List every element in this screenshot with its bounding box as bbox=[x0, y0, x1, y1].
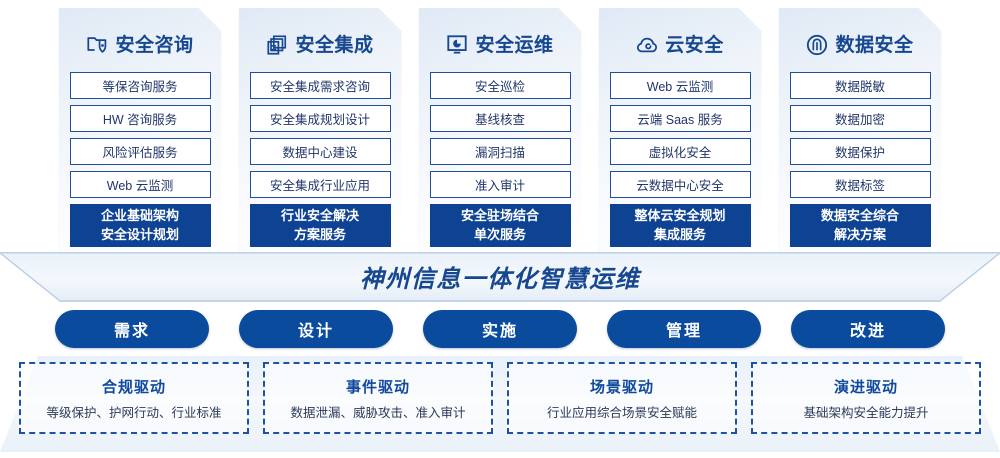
drivers-row: 合规驱动 等级保护、护网行动、行业标准 事件驱动 数据泄漏、威胁攻击、准入审计 … bbox=[0, 362, 1000, 442]
service-item[interactable]: 等保咨询服务 bbox=[70, 72, 211, 99]
capability-card-cloud-security[interactable]: 云安全 Web 云监测 云端 Saas 服务 虚拟化安全 云数据中心安全 整体云… bbox=[599, 8, 762, 253]
service-item[interactable]: 数据脱敏 bbox=[790, 72, 931, 99]
driver-description: 等级保护、护网行动、行业标准 bbox=[46, 405, 222, 420]
driver-card-scenario[interactable]: 场景驱动 行业应用综合场景安全赋能 bbox=[507, 362, 737, 434]
driver-card-incident[interactable]: 事件驱动 数据泄漏、威胁攻击、准入审计 bbox=[263, 362, 493, 434]
highlight-line: 整体云安全规划 bbox=[634, 208, 726, 224]
service-item[interactable]: Web 云监测 bbox=[70, 171, 211, 198]
service-item[interactable]: Web 云监测 bbox=[610, 72, 751, 99]
phase-pill-improvement[interactable]: 改进 bbox=[791, 310, 945, 348]
service-item[interactable]: 风险评估服务 bbox=[70, 138, 211, 165]
phase-pill-requirements[interactable]: 需求 bbox=[55, 310, 209, 348]
service-item[interactable]: 数据中心建设 bbox=[250, 138, 391, 165]
card-title: 安全集成 bbox=[295, 34, 374, 56]
fingerprint-icon bbox=[806, 34, 828, 56]
monitor-chart-icon bbox=[446, 34, 468, 56]
card-header: 安全集成 bbox=[250, 30, 391, 60]
driver-title: 场景驱动 bbox=[589, 378, 654, 396]
card-header: 数据安全 bbox=[790, 30, 931, 60]
capability-card-security-integration[interactable]: 安全集成 安全集成需求咨询 安全集成规划设计 数据中心建设 安全集成行业应用 行… bbox=[239, 8, 402, 253]
service-item[interactable]: 云端 Saas 服务 bbox=[610, 105, 751, 132]
stacked-documents-icon bbox=[266, 34, 288, 56]
card-title: 安全咨询 bbox=[115, 34, 194, 56]
capability-card-security-consulting[interactable]: 安全咨询 等保咨询服务 HW 咨询服务 风险评估服务 Web 云监测 企业基础架… bbox=[59, 8, 222, 253]
card-highlight[interactable]: 整体云安全规划 集成服务 bbox=[610, 204, 751, 247]
driver-title: 合规驱动 bbox=[101, 378, 166, 396]
service-item[interactable]: 安全巡检 bbox=[430, 72, 571, 99]
service-item[interactable]: 准入审计 bbox=[430, 171, 571, 198]
service-item[interactable]: 安全集成规划设计 bbox=[250, 105, 391, 132]
highlight-line: 方案服务 bbox=[293, 226, 346, 242]
highlight-line: 行业安全解决 bbox=[280, 208, 359, 224]
phase-pills-row: 需求 设计 实施 管理 改进 bbox=[0, 310, 1000, 348]
card-highlight[interactable]: 数据安全综合 解决方案 bbox=[790, 204, 931, 247]
card-title: 云安全 bbox=[665, 34, 724, 56]
capability-card-security-operations[interactable]: 安全运维 安全巡检 基线核查 漏洞扫描 准入审计 安全驻场结合 单次服务 bbox=[419, 8, 582, 253]
driver-description: 数据泄漏、威胁攻击、准入审计 bbox=[290, 405, 466, 420]
highlight-line: 单次服务 bbox=[473, 226, 526, 242]
phase-pill-implementation[interactable]: 实施 bbox=[423, 310, 577, 348]
service-item[interactable]: 数据标签 bbox=[790, 171, 931, 198]
service-item[interactable]: 虚拟化安全 bbox=[610, 138, 751, 165]
capability-card-data-security[interactable]: 数据安全 数据脱敏 数据加密 数据保护 数据标签 数据安全综合 解决方案 bbox=[779, 8, 942, 253]
platform-banner: 神州信息一体化智慧运维 bbox=[0, 252, 1000, 302]
card-highlight[interactable]: 安全驻场结合 单次服务 bbox=[430, 204, 571, 247]
service-item[interactable]: 漏洞扫描 bbox=[430, 138, 571, 165]
highlight-line: 解决方案 bbox=[833, 226, 886, 242]
driver-card-compliance[interactable]: 合规驱动 等级保护、护网行动、行业标准 bbox=[19, 362, 249, 434]
driver-title: 事件驱动 bbox=[345, 378, 410, 396]
service-item[interactable]: 数据保护 bbox=[790, 138, 931, 165]
card-highlight[interactable]: 企业基础架构 安全设计规划 bbox=[70, 204, 211, 247]
service-item[interactable]: 云数据中心安全 bbox=[610, 171, 751, 198]
phase-pill-design[interactable]: 设计 bbox=[239, 310, 393, 348]
card-title: 数据安全 bbox=[835, 34, 914, 56]
highlight-line: 企业基础架构 bbox=[100, 208, 179, 224]
driver-card-evolution[interactable]: 演进驱动 基础架构安全能力提升 bbox=[751, 362, 981, 434]
service-item[interactable]: HW 咨询服务 bbox=[70, 105, 211, 132]
cloud-icon bbox=[636, 34, 658, 56]
service-item[interactable]: 安全集成需求咨询 bbox=[250, 72, 391, 99]
highlight-line: 安全驻场结合 bbox=[460, 208, 539, 224]
card-header: 云安全 bbox=[610, 30, 751, 60]
service-item[interactable]: 基线核查 bbox=[430, 105, 571, 132]
capability-cards-row: 安全咨询 等保咨询服务 HW 咨询服务 风险评估服务 Web 云监测 企业基础架… bbox=[0, 8, 1000, 253]
card-title: 安全运维 bbox=[475, 34, 554, 56]
driver-description: 行业应用综合场景安全赋能 bbox=[546, 405, 697, 420]
folder-shield-icon bbox=[86, 34, 108, 56]
driver-title: 演进驱动 bbox=[833, 378, 898, 396]
highlight-line: 集成服务 bbox=[653, 226, 706, 242]
card-header: 安全咨询 bbox=[70, 30, 211, 60]
highlight-line: 数据安全综合 bbox=[820, 208, 899, 224]
service-item[interactable]: 安全集成行业应用 bbox=[250, 171, 391, 198]
card-header: 安全运维 bbox=[430, 30, 571, 60]
service-item[interactable]: 数据加密 bbox=[790, 105, 931, 132]
driver-description: 基础架构安全能力提升 bbox=[803, 405, 929, 420]
card-highlight[interactable]: 行业安全解决 方案服务 bbox=[250, 204, 391, 247]
phase-pill-management[interactable]: 管理 bbox=[607, 310, 761, 348]
platform-title: 神州信息一体化智慧运维 bbox=[359, 265, 641, 293]
highlight-line: 安全设计规划 bbox=[100, 226, 179, 242]
